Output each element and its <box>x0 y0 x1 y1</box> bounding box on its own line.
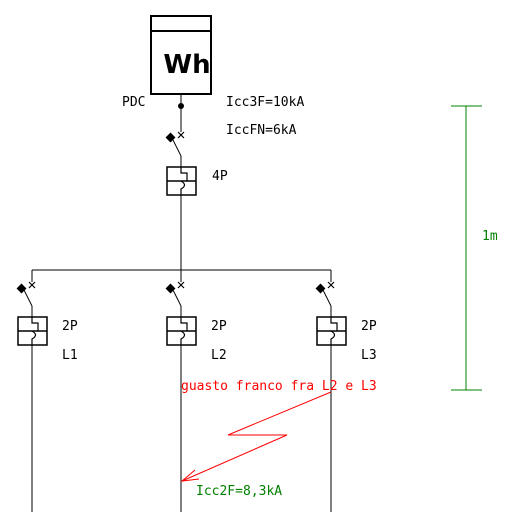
distance-label: 1m <box>482 229 498 244</box>
fault-label: guasto franco fra L2 e L3 <box>181 379 377 394</box>
main-breaker-icon <box>166 166 197 196</box>
branch-l1-poles: 2P <box>62 319 78 334</box>
branch-l3-poles: 2P <box>361 319 377 334</box>
branch-l2 <box>165 270 197 512</box>
branch-l2-poles: 2P <box>211 319 227 334</box>
icc3f-label: Icc3F=10kA <box>226 95 304 110</box>
branch-l1 <box>16 270 48 512</box>
meter-label: Wh <box>163 50 210 80</box>
main-switch-icon <box>165 131 185 157</box>
fault-lightning-arrow-icon <box>180 391 332 482</box>
branch-l2-line: L2 <box>211 348 227 363</box>
pdc-label: PDC <box>122 95 145 110</box>
main-breaker-label: 4P <box>212 169 228 184</box>
branch-l3 <box>315 270 347 512</box>
icc2f-label: Icc2F=8,3kA <box>196 484 282 499</box>
branch-l3-line: L3 <box>361 348 377 363</box>
branch-l1-line: L1 <box>62 348 78 363</box>
energy-meter: Wh <box>150 15 212 95</box>
iccfn-label: IccFN=6kA <box>226 123 297 138</box>
distance-dimension <box>451 105 482 391</box>
